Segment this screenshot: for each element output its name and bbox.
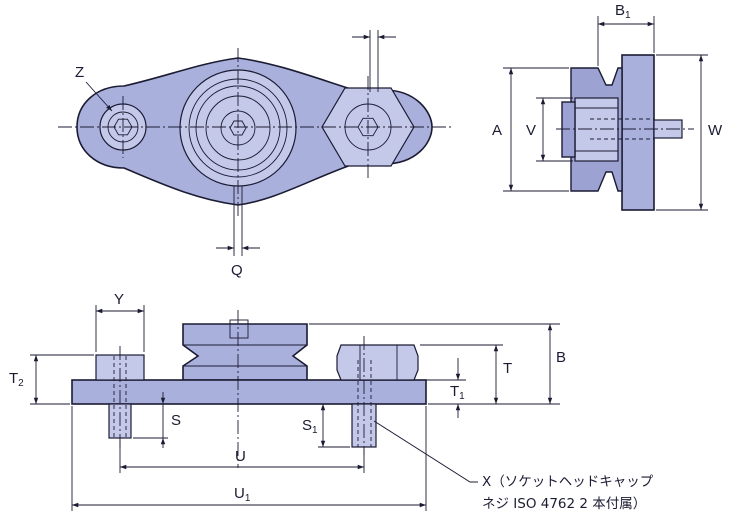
front-wheel	[182, 323, 308, 381]
dimension-label-t2: T2	[9, 370, 24, 389]
note-x-line2: ネジ ISO 4762 2 本付属）	[482, 496, 646, 512]
dimension-label-w: W	[708, 122, 723, 139]
dimension-label-b1: B1	[615, 2, 631, 21]
front-wheel-hub	[229, 319, 249, 339]
side-nut-body	[574, 97, 619, 162]
hub-hex-socket	[229, 120, 247, 136]
dimension-label-s1: S1	[302, 417, 318, 436]
dimension-label-q: Q	[231, 262, 243, 279]
dimension-label-u1: U1	[234, 485, 251, 504]
dimension-label-a: A	[492, 122, 502, 139]
front-view: Y T2 S S1 T1 T B U	[9, 291, 654, 512]
dimension-label-b: B	[556, 349, 566, 366]
side-flange	[621, 54, 655, 211]
top-view: Q Z	[58, 30, 452, 279]
front-right-nut	[336, 344, 419, 381]
x-leader	[373, 420, 478, 483]
note-x-line1: X（ソケットヘッドキャップ	[482, 474, 654, 490]
dimension-label-z: Z	[75, 64, 84, 81]
dimension-label-y: Y	[114, 291, 124, 308]
front-base-plate	[71, 379, 427, 405]
dimension-label-s: S	[171, 412, 181, 429]
side-washer	[561, 101, 576, 158]
dimension-label-t: T	[503, 360, 512, 377]
z-leader	[85, 81, 113, 112]
dimension-label-t1: T1	[450, 383, 465, 402]
dimension-label-v: V	[526, 122, 536, 139]
side-view: B1 A V W	[492, 2, 723, 211]
dimension-label-u: U	[235, 448, 246, 465]
